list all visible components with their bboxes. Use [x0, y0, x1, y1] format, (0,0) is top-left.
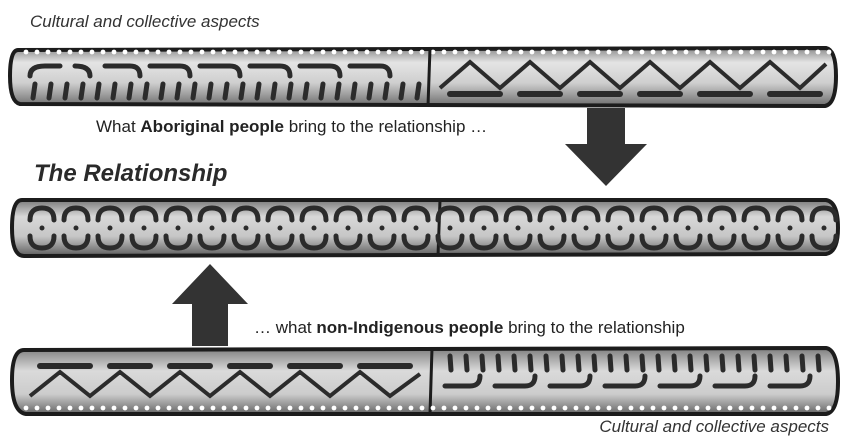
aboriginal-contribution-text: What Aboriginal people bring to the rela…: [96, 117, 487, 137]
non-indigenous-contribution-text: … what non-Indigenous people bring to th…: [254, 318, 685, 338]
relationship-title: The Relationship: [34, 160, 227, 188]
arrow-down-icon: [565, 108, 647, 186]
top-message-stick: [0, 36, 847, 112]
bottom-caption: Cultural and collective aspects: [599, 417, 829, 437]
bottom-message-stick: [0, 342, 847, 420]
relationship-message-stick: [0, 190, 847, 266]
arrow-up-icon: [172, 264, 248, 346]
top-caption: Cultural and collective aspects: [30, 12, 260, 32]
